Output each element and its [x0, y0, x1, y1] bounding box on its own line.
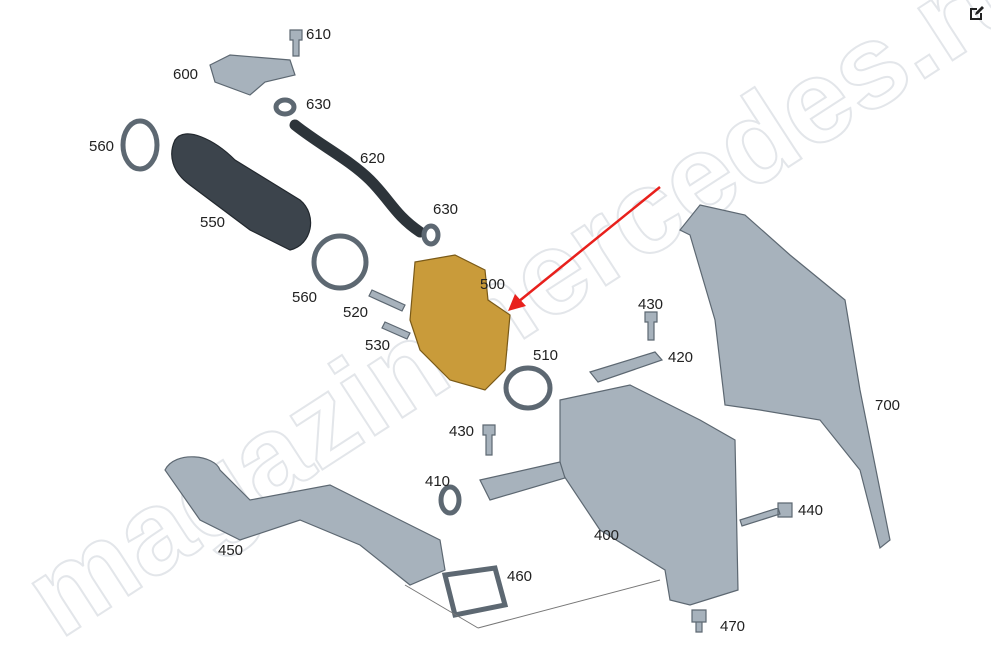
callout-430[interactable]: 430: [638, 296, 663, 313]
part-630-clamp[interactable]: [273, 97, 297, 117]
callout-620[interactable]: 620: [360, 150, 385, 167]
part-610-screw[interactable]: [289, 29, 303, 57]
callout-630[interactable]: 630: [306, 96, 331, 113]
part-550-intake-hose[interactable]: [171, 133, 312, 251]
part-430-bolt[interactable]: [644, 311, 658, 341]
part-560-clamp[interactable]: [311, 233, 369, 291]
callout-450[interactable]: 450: [218, 542, 243, 559]
callout-430[interactable]: 430: [449, 423, 474, 440]
part-530-bolt[interactable]: [381, 321, 411, 340]
leader-line: [477, 579, 661, 629]
callout-460[interactable]: 460: [507, 568, 532, 585]
callout-560[interactable]: 560: [89, 138, 114, 155]
callout-410[interactable]: 410: [425, 473, 450, 490]
callout-500[interactable]: 500: [480, 276, 505, 293]
part-520-bolt[interactable]: [368, 289, 406, 312]
part-470-bolt[interactable]: [691, 609, 707, 633]
part-400-egr-cooler[interactable]: [559, 384, 739, 606]
part-460-gasket[interactable]: [441, 565, 509, 618]
callout-470[interactable]: 470: [720, 618, 745, 635]
callout-440[interactable]: 440: [798, 502, 823, 519]
part-630-clamp[interactable]: [421, 223, 441, 247]
callout-530[interactable]: 530: [365, 337, 390, 354]
leader-line: [404, 584, 479, 629]
part-510-seal-ring[interactable]: [503, 365, 553, 411]
part-430-bolt[interactable]: [482, 424, 496, 456]
arrow-head: [508, 294, 526, 311]
part-560-clamp[interactable]: [120, 118, 160, 172]
part-450-exhaust-pipe[interactable]: [164, 456, 446, 586]
callout-700[interactable]: 700: [875, 397, 900, 414]
callout-550[interactable]: 550: [200, 214, 225, 231]
edit-icon[interactable]: [967, 3, 987, 23]
callout-510[interactable]: 510: [533, 347, 558, 364]
callout-610[interactable]: 610: [306, 26, 331, 43]
callout-600[interactable]: 600: [173, 66, 198, 83]
part-620-vacuum-hose[interactable]: [289, 119, 426, 238]
part-700-heat-shield[interactable]: [679, 204, 891, 550]
part-600-pressure-sensor[interactable]: [209, 54, 296, 96]
highlight-arrow: [517, 186, 661, 303]
callout-560[interactable]: 560: [292, 289, 317, 306]
callout-400[interactable]: 400: [594, 527, 619, 544]
part-400-pipe[interactable]: [479, 461, 566, 501]
callout-520[interactable]: 520: [343, 304, 368, 321]
part-500-egr-valve[interactable]: [409, 254, 511, 391]
part-440-bolt[interactable]: [739, 502, 793, 527]
callout-420[interactable]: 420: [668, 349, 693, 366]
part-420-bracket[interactable]: [588, 351, 664, 383]
part-410-seal-ring[interactable]: [438, 484, 462, 516]
callout-630[interactable]: 630: [433, 201, 458, 218]
